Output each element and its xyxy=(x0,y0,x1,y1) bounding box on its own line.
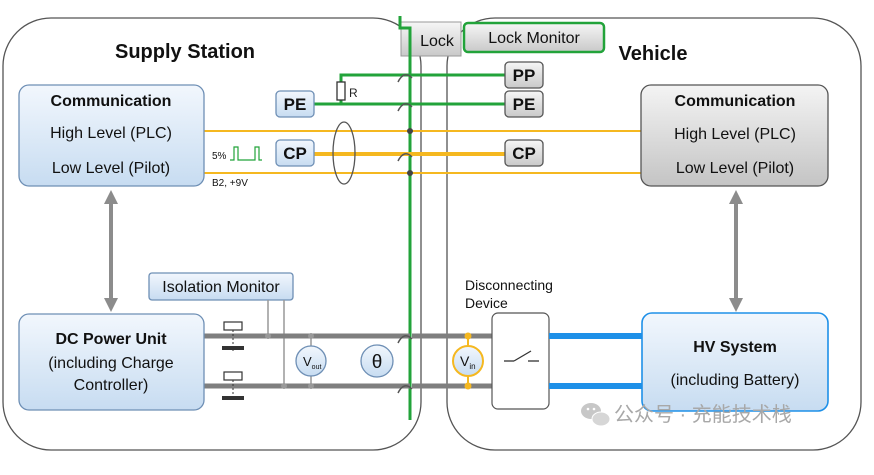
pp-line xyxy=(339,73,505,83)
pe-contact xyxy=(397,103,413,112)
vehicle-cp-pin xyxy=(504,139,544,167)
hv-system-subtitle: (including Battery) xyxy=(671,372,800,389)
cable-bundle-marker xyxy=(332,121,356,185)
pwm-duty-label: 5% xyxy=(212,151,227,162)
vout-meter-icon xyxy=(295,345,327,377)
lock-monitor-box xyxy=(462,21,606,54)
vin-meter-icon xyxy=(452,345,484,377)
theta-label: θ xyxy=(372,352,383,373)
station-pe-label: PE xyxy=(284,95,307,114)
pp-contact xyxy=(397,74,413,83)
vehicle-high-level-label: High Level (PLC) xyxy=(674,126,796,143)
dc-positive-contact xyxy=(397,335,413,344)
station-high-level-label: High Level (PLC) xyxy=(50,125,172,142)
isolation-monitor-box xyxy=(148,272,294,301)
vehicle-communication-title: Communication xyxy=(675,93,796,110)
cp-contact xyxy=(397,153,413,162)
lock-monitor-label: Lock Monitor xyxy=(488,30,580,47)
station-pe-pin xyxy=(275,90,315,118)
lock-label: Lock xyxy=(420,33,455,50)
vin-label: Vin xyxy=(460,353,476,371)
station-cp-label: CP xyxy=(283,144,307,163)
switch-icon xyxy=(504,350,539,362)
pilot-state-label: B2, +9V xyxy=(212,178,248,189)
vehicle-vertical-double-arrow xyxy=(729,190,743,312)
vehicle-outline xyxy=(446,17,862,451)
station-contactor-positive xyxy=(222,321,244,351)
station-vertical-double-arrow xyxy=(104,190,118,312)
dc-power-unit-line2: (including Charge xyxy=(48,355,174,372)
dc-negative-contact xyxy=(397,385,413,394)
isolation-junction-positive xyxy=(265,333,271,339)
vehicle-pp-pin xyxy=(504,61,544,89)
station-contactor-negative xyxy=(222,371,244,400)
hv-system-box xyxy=(641,312,829,412)
dc-power-unit-box xyxy=(18,313,205,411)
vehicle-pe-pin xyxy=(504,90,544,118)
disconnecting-device-label-line2: Device xyxy=(465,295,508,311)
vehicle-pe-label: PE xyxy=(513,95,536,114)
dc-power-unit-line3: Controller) xyxy=(74,377,149,394)
resistor-r xyxy=(336,81,346,101)
isolation-junction-negative xyxy=(281,383,287,389)
pwm-waveform-icon xyxy=(230,146,262,161)
wechat-logo-icon xyxy=(581,403,611,427)
temperature-sensor-icon xyxy=(360,344,394,378)
vehicle-communication-box xyxy=(640,84,829,187)
plc-junction xyxy=(407,128,413,134)
station-cp-pin xyxy=(275,139,315,167)
station-communication-title: Communication xyxy=(51,93,172,110)
vehicle-low-level-label: Low Level (Pilot) xyxy=(676,160,794,177)
hv-system-title: HV System xyxy=(693,339,777,356)
interface-line xyxy=(398,16,412,420)
station-communication-box xyxy=(18,84,205,187)
vehicle-title: Vehicle xyxy=(619,43,688,65)
disconnecting-device-box xyxy=(491,312,550,410)
supply-station-outline xyxy=(2,17,422,451)
supply-station-title: Supply Station xyxy=(115,41,255,63)
watermark-text: 公众号 · 充能技术栈 xyxy=(614,403,792,426)
vehicle-cp-label: CP xyxy=(512,144,536,163)
station-low-level-label: Low Level (Pilot) xyxy=(52,160,170,177)
isolation-monitor-label: Isolation Monitor xyxy=(162,279,280,296)
vehicle-pp-label: PP xyxy=(513,66,536,85)
resistor-label: R xyxy=(349,86,358,100)
vout-label: Vout xyxy=(303,354,321,371)
dc-power-unit-title: DC Power Unit xyxy=(55,331,167,348)
disconnecting-device-label-line1: Disconnecting xyxy=(465,277,553,293)
pilot-junction xyxy=(407,170,413,176)
